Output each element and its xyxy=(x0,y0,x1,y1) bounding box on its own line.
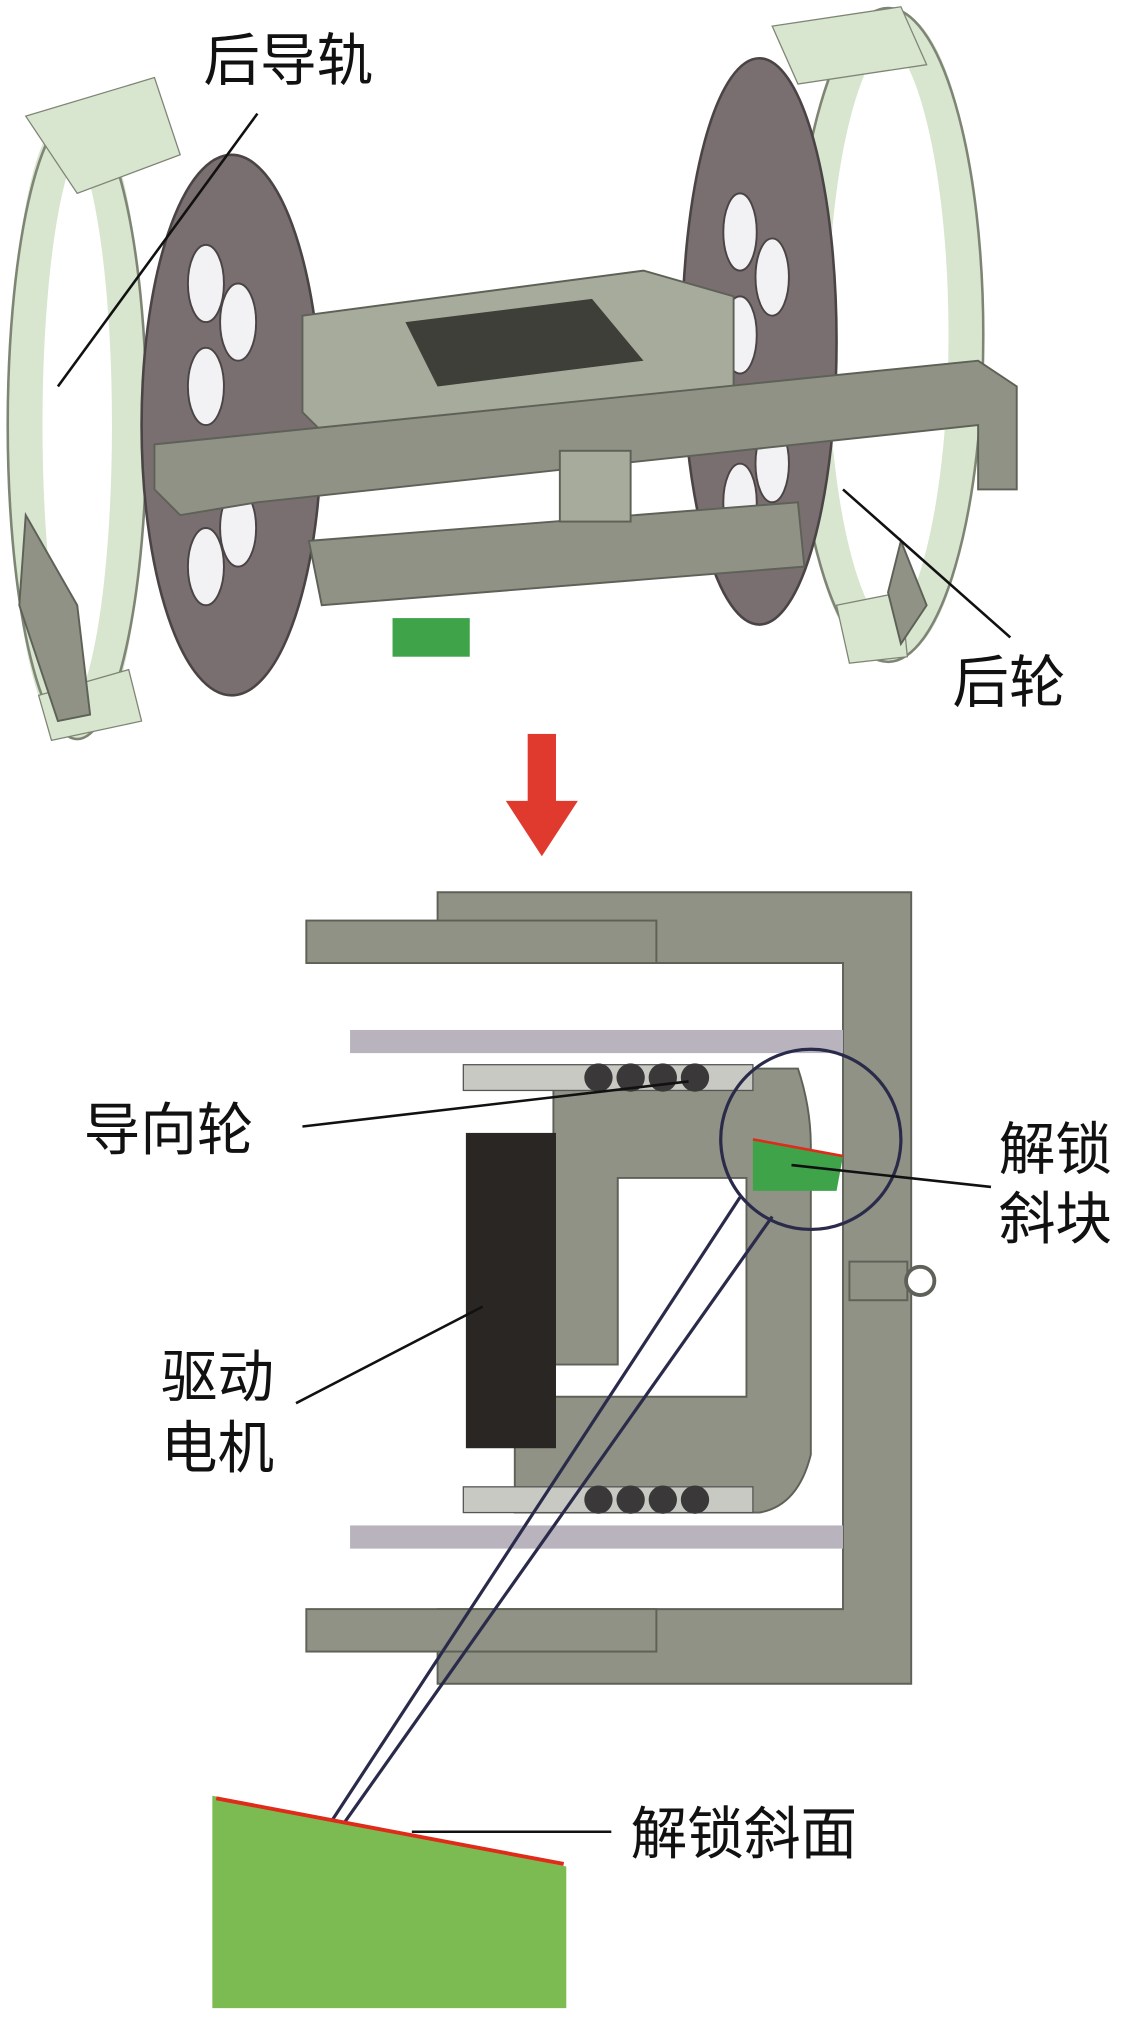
unlock-slope-edge xyxy=(215,1796,565,1866)
rear-rail-leader xyxy=(56,112,259,388)
left-wheel-disc xyxy=(140,153,324,697)
right-wheel-disc xyxy=(680,56,838,626)
rear-wheel-label: 后轮 xyxy=(952,650,1065,716)
drive-motor-label-1: 驱动 xyxy=(161,1345,274,1411)
drive-motor-leader xyxy=(295,1305,484,1405)
rear-wheel-leader xyxy=(842,488,1012,639)
guide-wheel-label: 导向轮 xyxy=(84,1098,254,1164)
rear-rail-label: 后导轨 xyxy=(203,28,373,94)
unlock-block-label-2: 斜块 xyxy=(999,1186,1112,1252)
plan-view xyxy=(212,891,937,2009)
drive-motor-label-2: 电机 xyxy=(161,1416,274,1482)
guide-wheel-leader xyxy=(302,1080,689,1128)
unlock-block-label-1: 解锁 xyxy=(999,1117,1112,1183)
down-arrow-icon xyxy=(505,733,578,857)
chassis-frame xyxy=(18,269,1018,723)
isometric-view xyxy=(6,6,1018,742)
unlock-block-leader xyxy=(791,1163,992,1189)
drive-motor xyxy=(465,1132,556,1449)
left-rear-rail-ring xyxy=(6,76,181,742)
unlock-slope-block xyxy=(212,1795,567,2009)
unlock-slope-label: 解锁斜面 xyxy=(631,1802,857,1868)
